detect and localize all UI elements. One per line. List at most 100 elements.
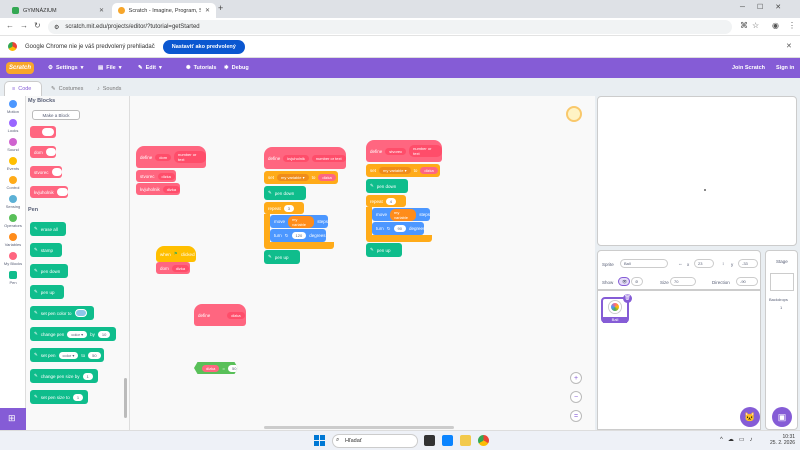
backdrop-thumbnail[interactable]	[770, 273, 794, 291]
param-reporter[interactable]: dlzka	[318, 174, 336, 181]
param-reporter[interactable]: number or text	[311, 154, 346, 162]
number-input[interactable]: 120	[291, 232, 307, 239]
param-reporter[interactable]: dlzka	[171, 264, 190, 272]
category-operators[interactable]: Operators	[0, 214, 26, 228]
debug-button[interactable]: ✱Debug	[224, 58, 249, 78]
category-myblocks[interactable]: My Blocks	[0, 252, 26, 266]
zoom-out-icon[interactable]: −	[570, 391, 582, 403]
file-menu[interactable]: ▤File▾	[98, 58, 121, 78]
scratch-logo[interactable]: Scratch	[6, 62, 34, 74]
palette-block-stamp[interactable]: ✎stamp	[30, 243, 62, 257]
pen-up-block[interactable]: ✎pen up	[366, 243, 402, 257]
variable-dropdown[interactable]: my variable	[383, 168, 404, 173]
browser-tab-gymnazium[interactable]: GYMNÁZIUM ✕	[6, 3, 110, 18]
url-input[interactable]: ⚙ scratch.mit.edu/projects/editor/?tutor…	[48, 20, 732, 34]
variable-reporter[interactable]: my variable	[288, 215, 315, 228]
pen-down-block[interactable]: ✎pen down	[366, 179, 408, 193]
tutorials-button[interactable]: ✺Tutorials	[186, 58, 216, 78]
back-icon[interactable]: ←	[6, 21, 14, 30]
number-input[interactable]: 50	[227, 364, 238, 372]
pen-down-block[interactable]: ✎pen down	[264, 186, 306, 200]
category-looks[interactable]: Looks	[0, 119, 26, 133]
color-swatch[interactable]	[74, 309, 87, 317]
store-icon[interactable]	[442, 435, 453, 446]
make-a-block-button[interactable]: Make a Block	[32, 110, 80, 120]
tutorial-bubble-icon[interactable]	[566, 106, 582, 122]
number-input[interactable]: 10	[97, 330, 111, 338]
stage-selector[interactable]: Stage Backdrops 1 ▣	[765, 250, 798, 430]
site-info-icon[interactable]: ⚙	[54, 24, 60, 31]
sprite-direction-input[interactable]: -90	[736, 277, 758, 286]
pen-param-dropdown[interactable]: color ▾	[67, 330, 88, 338]
pen-param-dropdown[interactable]: color ▾	[58, 351, 79, 359]
tab-code[interactable]: ≡Code	[4, 81, 42, 96]
palette-block-stvorec[interactable]: stvorec	[30, 166, 62, 178]
delete-sprite-icon[interactable]: 🗑	[623, 294, 632, 303]
file-explorer-icon[interactable]	[460, 435, 471, 446]
close-icon[interactable]: ✕	[98, 8, 104, 14]
number-input[interactable]: 4	[385, 197, 396, 205]
profile-icon[interactable]: ◉	[772, 21, 779, 30]
tab-sounds[interactable]: ♪Sounds	[90, 81, 132, 96]
equals-operator-block[interactable]: dlzka=50	[194, 362, 238, 374]
sprite-y-input[interactable]: -33	[738, 259, 758, 268]
param-reporter[interactable]: dlzka	[202, 364, 220, 372]
palette-scrollbar[interactable]	[124, 378, 127, 418]
close-icon[interactable]: ✕	[204, 8, 210, 14]
category-pen[interactable]: Pen	[0, 271, 26, 285]
system-tray-icons[interactable]: ^☁▭♪	[720, 437, 758, 443]
show-hidden-icon[interactable]: ⊘	[631, 277, 643, 286]
palette-block-erase-all[interactable]: ✎erase all	[30, 222, 66, 236]
add-extension-button[interactable]: ⊞	[0, 408, 26, 430]
browser-menu-icon[interactable]: ⋮	[788, 21, 796, 30]
param-reporter[interactable]: number or text	[409, 145, 442, 157]
param-reporter[interactable]: dlzka	[420, 167, 438, 174]
chrome-taskbar-icon[interactable]	[478, 435, 489, 446]
number-input[interactable]: 90	[393, 225, 406, 232]
join-scratch-link[interactable]: Join Scratch	[732, 65, 766, 71]
palette-block-set-pen-color[interactable]: ✎set pen color to	[30, 306, 94, 320]
number-input[interactable]: 50	[88, 351, 101, 359]
sign-in-link[interactable]: Sign in	[776, 65, 795, 71]
zoom-in-icon[interactable]: +	[570, 372, 582, 384]
variable-dropdown[interactable]: my variable	[281, 175, 302, 180]
sprite-x-input[interactable]: 23	[694, 259, 714, 268]
number-input[interactable]: 1	[72, 393, 84, 401]
palette-block-pen-up[interactable]: ✎pen up	[30, 285, 64, 299]
windows-start-icon[interactable]	[314, 435, 325, 446]
stage-canvas[interactable]	[597, 96, 797, 246]
category-motion[interactable]: Motion	[0, 100, 26, 114]
translate-icon[interactable]: ⌘	[740, 21, 748, 30]
pen-up-block[interactable]: ✎pen up	[264, 250, 300, 264]
number-input[interactable]: 1	[82, 372, 93, 380]
bookmark-star-icon[interactable]: ☆	[752, 21, 760, 30]
close-icon[interactable]: ✕	[786, 43, 792, 50]
new-tab-icon[interactable]: +	[218, 3, 224, 13]
when-flag-clicked-block[interactable]: when⚑clicked	[156, 246, 196, 262]
variable-reporter[interactable]: my variable	[390, 208, 417, 221]
taskbar-search-input[interactable]: ⌕Hľadať	[332, 434, 418, 448]
workspace-scrollbar[interactable]	[264, 426, 454, 429]
sprite-thumbnail[interactable]: 🗑 Ball	[601, 294, 632, 323]
category-events[interactable]: Events	[0, 157, 26, 171]
sprite-name-input[interactable]: Ball	[620, 259, 668, 268]
param-reporter[interactable]: dlzka	[162, 185, 181, 193]
palette-block-kvjuholnik[interactable]: kvjuholnik	[30, 186, 68, 198]
task-view-icon[interactable]	[424, 435, 435, 446]
show-visible-icon[interactable]: 👁	[618, 277, 630, 286]
